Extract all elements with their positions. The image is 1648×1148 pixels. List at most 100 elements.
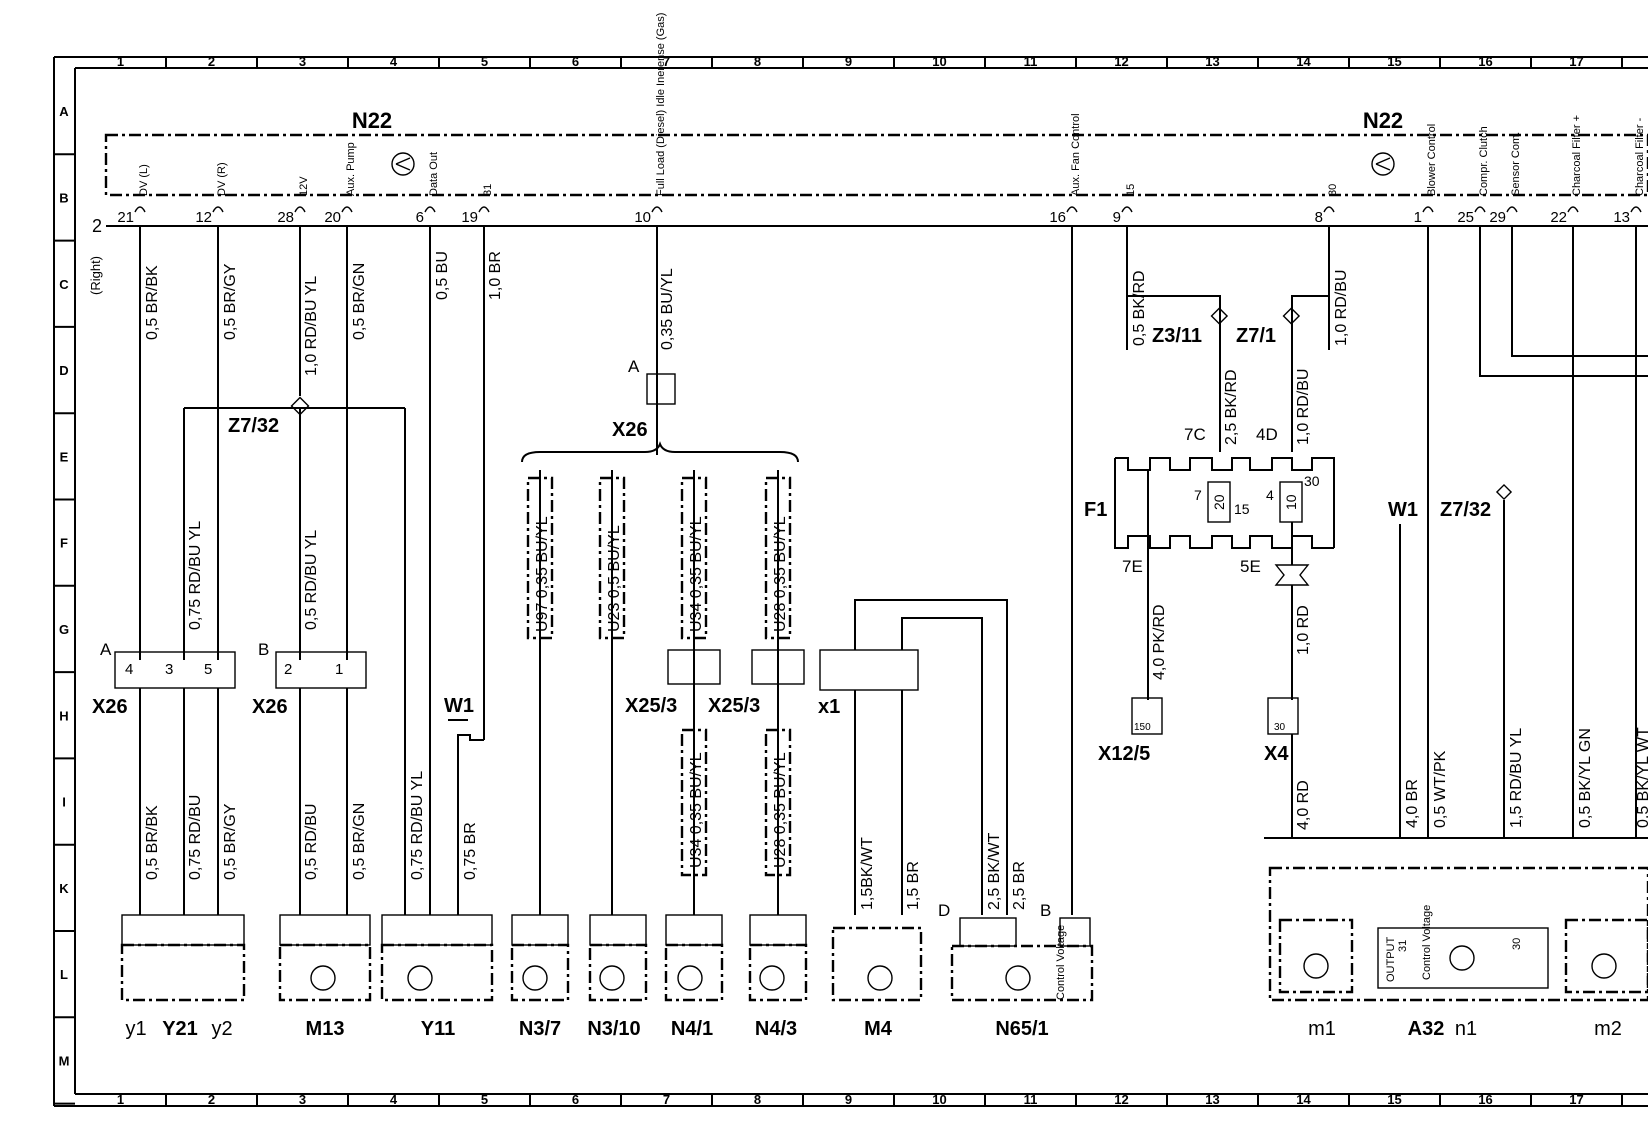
wire-label: 1,5BK/WT: [859, 837, 876, 910]
component-label-m1: m1: [1308, 1018, 1336, 1040]
transistor-icon: [391, 152, 415, 176]
column-label: 3: [299, 1092, 306, 1107]
pin-marker: [1121, 206, 1133, 213]
wire-label: 2,5 BK/RD: [1223, 369, 1240, 445]
pin-function-label: Sensor Com.: [1510, 132, 1522, 196]
pin-marker: [1506, 206, 1518, 213]
wire-label: 0,5 BR/BK: [144, 265, 161, 340]
wire-label: U97 0,35 BU/YL: [534, 516, 551, 632]
column-label: 12: [1114, 1092, 1128, 1107]
pin-marker: [424, 206, 436, 213]
pin-1: 1: [335, 661, 343, 678]
pin-function-label: Compr. Clutch: [1478, 126, 1490, 196]
n22-label-left: N22: [352, 108, 392, 133]
fuse-4d-label: 4D: [1256, 425, 1278, 444]
wire-label: 0,75 RD/BU YL: [187, 521, 204, 630]
fuse-10-value: 10: [1283, 494, 1299, 510]
pin-marker: [294, 206, 306, 213]
n65-b-label: B: [1040, 901, 1051, 920]
pin-marker: [1630, 206, 1642, 213]
wire-label: 4,0 PK/RD: [1151, 604, 1168, 680]
pin-function-label: Blower Control: [1426, 124, 1438, 196]
wire-label: 0,5 RD/BU YL: [303, 530, 320, 630]
pin-marker: [1422, 206, 1434, 213]
x4-pin: 30: [1274, 722, 1286, 733]
component-label-n65_1: N65/1: [995, 1018, 1048, 1040]
fuse-5e-label: 5E: [1240, 557, 1261, 576]
pin-number: 19: [461, 209, 478, 226]
pin-number: 12: [195, 209, 212, 226]
wire-label: 0,75 BR: [462, 822, 479, 880]
column-label: 1: [117, 1092, 124, 1107]
x25-3-label-b: X25/3: [708, 695, 760, 717]
column-label: 6: [572, 54, 579, 69]
n65-d-label: D: [938, 901, 950, 920]
row-label: M: [59, 1053, 70, 1068]
pin-number: 9: [1113, 209, 1121, 226]
w1-label-left: W1: [444, 695, 474, 717]
m4-wiring: x1 1,5BK/WT 1,5 BR 2,5 BK/WT 2,5 BR: [818, 226, 1073, 915]
wire-label: 1,0 BR: [487, 251, 504, 300]
pin-function-label: Data Out: [428, 152, 440, 196]
z7-32-label-right: Z7/32: [1440, 499, 1491, 521]
column-label: 14: [1296, 54, 1311, 69]
component-label-n3_7: N3/7: [519, 1018, 561, 1040]
column-label: 4: [390, 54, 398, 69]
column-label: 12: [1114, 54, 1128, 69]
component-label-y1: y1: [125, 1018, 146, 1040]
wire-label: 1,0 RD/BU YL: [303, 276, 320, 376]
wire-label: 0,5 RD/BU: [303, 804, 320, 880]
wire-label: 0,5 WT/PK: [1432, 750, 1449, 828]
row-label: I: [62, 795, 66, 810]
column-label: 16: [1478, 54, 1492, 69]
wire-label: 0,5 BR/GN: [351, 263, 368, 340]
pin-marker: [1323, 206, 1335, 213]
wire-label: 2,5 BK/WT: [986, 832, 1003, 910]
right-wiring: W1 Z7/32 4,0 BR 0,5 WT/PK 1,5 RD/BU YL 0…: [1388, 226, 1648, 838]
wire-label: 0,75 RD/BU: [187, 795, 204, 880]
pin-2: 2: [284, 661, 292, 678]
component-label-m2: m2: [1594, 1018, 1622, 1040]
pin-marker: [478, 206, 490, 213]
pin-number: 1: [1414, 209, 1422, 226]
x12-5-pin: 150: [1134, 722, 1151, 733]
wire-label: 0,5 BK/YL GN: [1577, 728, 1594, 828]
pin-number: 16: [1049, 209, 1066, 226]
wire-label: U34 0,35 BU/YL: [688, 752, 705, 868]
wire-label: 0,5 BR/GN: [351, 803, 368, 880]
a32-pin-31: 31: [1397, 940, 1409, 952]
wire-label: 0,5 BR/GY: [222, 263, 239, 340]
wire-label: U23 0,5 BU/YL: [606, 525, 623, 632]
a32-pin-30: 30: [1511, 938, 1523, 950]
n22-module: N22 N22 2 (Right): [88, 108, 1648, 295]
column-label: 16: [1478, 1092, 1492, 1107]
column-label: 17: [1569, 1092, 1583, 1107]
column-label: 5: [481, 1092, 488, 1107]
component-label-y21: Y21: [162, 1018, 198, 1040]
row-label: K: [59, 881, 69, 896]
diagram-frame: [53, 56, 1648, 1107]
x26-label-a: X26: [92, 696, 128, 718]
pin-marker: [651, 206, 663, 213]
wire-label: 1,5 BR: [905, 861, 922, 910]
column-label: 15: [1387, 1092, 1401, 1107]
pin-marker: [212, 206, 224, 213]
pin-marker: [1474, 206, 1486, 213]
component-label-n1: n1: [1455, 1018, 1477, 1040]
f1-label: F1: [1084, 499, 1107, 521]
column-label: 5: [481, 54, 488, 69]
connector-2-label: 2: [92, 216, 102, 236]
n65-control-voltage: Control Voltage: [1055, 925, 1067, 1000]
column-label: 4: [390, 1092, 398, 1107]
pin-function-label: Aux. Pump: [345, 142, 357, 196]
wire-label: 4,0 BR: [1404, 779, 1421, 828]
component-label-y2: y2: [211, 1018, 232, 1040]
row-label: E: [60, 449, 69, 464]
pin-5: 5: [204, 661, 212, 678]
x26-a-mid: A: [628, 357, 640, 376]
column-label: 1: [117, 54, 124, 69]
